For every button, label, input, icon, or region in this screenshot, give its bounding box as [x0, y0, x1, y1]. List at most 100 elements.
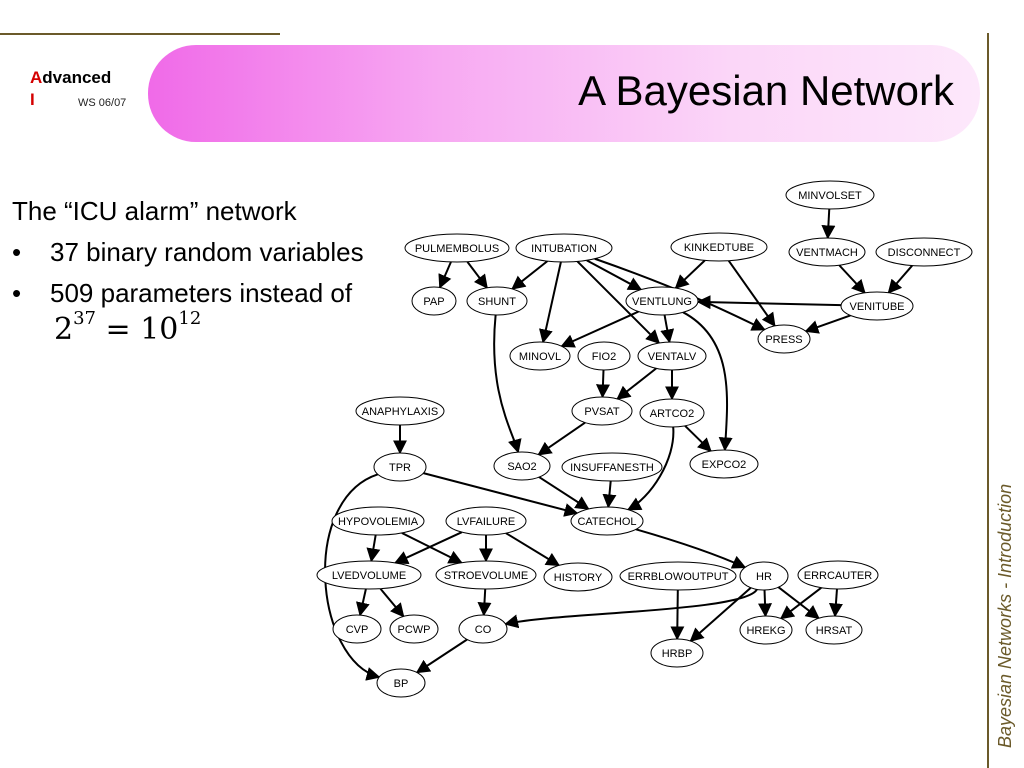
node-label: BP: [394, 678, 409, 690]
node-bp: BP: [376, 668, 426, 698]
edge-tpr-to-catechol: [423, 472, 579, 517]
logo-line2: I: [30, 90, 35, 109]
node-errcauter: ERRCAUTER: [797, 560, 879, 590]
node-history: HISTORY: [543, 562, 613, 592]
logo-text: dvanced: [42, 68, 112, 87]
edge-catechol-to-hr: [635, 528, 747, 569]
edge-ventlung-to-minovl: [560, 310, 639, 348]
node-minovl: MINOVL: [509, 341, 571, 371]
node-label: VENTMACH: [796, 247, 858, 259]
node-ellipse: [404, 233, 510, 263]
node-pvsat: PVSAT: [571, 396, 633, 426]
edge-stroevolume-to-co: [477, 588, 492, 617]
node-label: INTUBATION: [531, 243, 597, 255]
edge-shunt-to-sao2: [493, 314, 522, 454]
node-cvp: CVP: [332, 614, 382, 644]
edge-lvfailure-to-history: [505, 532, 561, 567]
node-artco2: ARTCO2: [639, 398, 705, 428]
node-label: HISTORY: [554, 572, 603, 584]
node-ellipse: [637, 341, 707, 371]
node-ellipse: [509, 341, 571, 371]
edge-insuffanesth-to-catechol: [602, 480, 617, 509]
edge-venitube-to-press: [804, 314, 851, 334]
node-ellipse: [355, 396, 445, 426]
edge-intubation-to-minovl: [538, 261, 562, 344]
edge-kinkedtube-to-ventlung: [674, 259, 706, 290]
edge-artco2-to-expco2: [684, 425, 712, 453]
node-ventlung: VENTLUNG: [625, 286, 699, 316]
node-hrsat: HRSAT: [805, 615, 863, 645]
node-tpr: TPR: [373, 452, 427, 482]
node-ellipse: [785, 180, 875, 210]
node-ellipse: [788, 237, 866, 267]
edge-hr-to-hrbp: [689, 586, 752, 642]
edge-errcauter-to-hrekg: [779, 586, 822, 620]
edge-lvfailure-to-lvedvolume: [393, 531, 463, 564]
edge-pvsat-to-sao2: [537, 421, 586, 456]
node-label: LVEDVOLUME: [332, 570, 406, 582]
node-insuffanesth: INSUFFANESTH: [561, 452, 663, 482]
semester-label: WS 06/07: [78, 97, 127, 109]
node-ellipse: [670, 232, 768, 262]
node-ellipse: [619, 561, 737, 591]
node-label: SHUNT: [478, 296, 516, 308]
node-kinkedtube: KINKEDTUBE: [670, 232, 768, 262]
node-label: STROEVOLUME: [444, 570, 528, 582]
formula-base: 2: [54, 312, 74, 347]
node-ellipse: [515, 233, 613, 263]
edge-kinkedtube-to-press: [727, 260, 776, 328]
node-label: KINKEDTUBE: [684, 242, 754, 254]
node-ventalv: VENTALV: [637, 341, 707, 371]
node-label: HREKG: [746, 625, 785, 637]
node-ellipse: [445, 506, 527, 536]
edge-hypovolemia-to-lvedvolume: [366, 534, 381, 563]
node-ellipse: [570, 506, 644, 536]
node-ellipse: [689, 449, 759, 479]
edge-minvolset-to-ventmach: [821, 208, 836, 240]
node-shunt: SHUNT: [466, 286, 528, 316]
node-expco2: EXPCO2: [689, 449, 759, 479]
formula-exponent-2: 12: [178, 308, 202, 329]
formula-equals: = 10: [96, 312, 179, 347]
node-ellipse: [376, 668, 426, 698]
edge-lvedvolume-to-cvp: [355, 588, 370, 617]
node-catechol: CATECHOL: [570, 506, 644, 536]
node-label: PAP: [423, 296, 444, 308]
node-press: PRESS: [757, 324, 811, 354]
node-ellipse: [543, 562, 613, 592]
node-lvfailure: LVFAILURE: [445, 506, 527, 536]
node-ellipse: [411, 286, 457, 316]
node-label: SAO2: [507, 461, 536, 473]
node-ellipse: [797, 560, 879, 590]
node-lvedvolume: LVEDVOLUME: [316, 560, 422, 590]
edge-hr-to-co: [504, 588, 758, 629]
node-hypovolemia: HYPOVOLEMIA: [331, 506, 425, 536]
node-label: INSUFFANESTH: [570, 462, 654, 474]
node-label: DISCONNECT: [888, 247, 961, 259]
node-intubation: INTUBATION: [515, 233, 613, 263]
bullet-icon: •: [12, 237, 22, 267]
node-label: PCWP: [398, 624, 431, 636]
node-label: ARTCO2: [650, 408, 694, 420]
edge-venitube-to-ventlung: [696, 295, 842, 310]
edge-sao2-to-catechol: [538, 476, 590, 510]
node-label: HRBP: [662, 648, 693, 660]
node-label: MINVOLSET: [798, 190, 862, 202]
node-venitube: VENITUBE: [840, 291, 914, 321]
node-label: MINOVL: [519, 351, 561, 363]
node-ellipse: [840, 291, 914, 321]
node-label: CATECHOL: [577, 516, 636, 528]
node-ellipse: [577, 341, 631, 371]
node-label: HRSAT: [816, 625, 853, 637]
node-ellipse: [331, 506, 425, 536]
node-ellipse: [561, 452, 663, 482]
node-ellipse: [625, 286, 699, 316]
node-ellipse: [639, 398, 705, 428]
node-anaphylaxis: ANAPHYLAXIS: [355, 396, 445, 426]
node-label: CO: [475, 624, 492, 636]
edge-ventalv-to-pvsat: [616, 367, 657, 400]
node-hrekg: HREKG: [739, 615, 793, 645]
edge-errblowoutput-to-hrbp: [670, 589, 685, 641]
edge-fio2-to-pvsat: [595, 369, 610, 399]
node-ellipse: [805, 615, 863, 645]
